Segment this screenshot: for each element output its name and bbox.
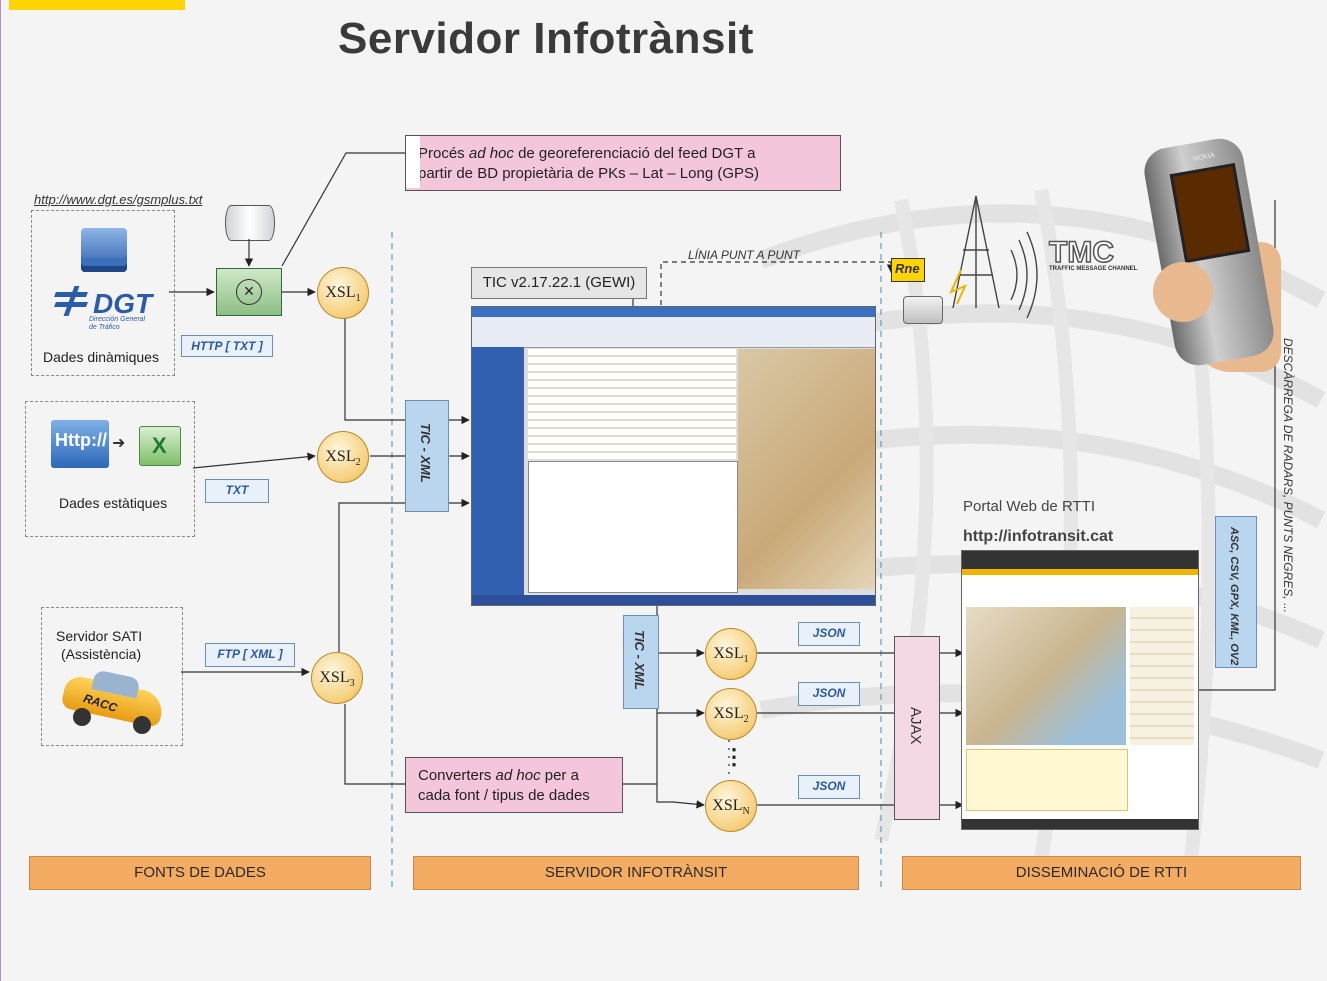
xsl-text: XSL bbox=[319, 669, 350, 686]
rne-logo-icon: Rne bbox=[891, 258, 925, 282]
xsl-text: XSL bbox=[325, 448, 356, 465]
conv-text-post: per a bbox=[540, 767, 579, 784]
json-label-n: JSON bbox=[798, 775, 860, 799]
georef-text-line2: partir de BD propietària de PKs – Lat – … bbox=[418, 165, 760, 182]
dgt-logo: DGT bbox=[93, 288, 153, 319]
ellipsis-dots: ⋮ bbox=[723, 744, 745, 769]
sati-label-line1: Servidor SATI bbox=[56, 628, 143, 644]
database-icon bbox=[81, 228, 127, 272]
tic-xml-label: TIC - XML bbox=[632, 630, 647, 690]
router-icon bbox=[903, 296, 943, 324]
page-title: Servidor Infotrànsit bbox=[338, 14, 754, 63]
georef-callout: Procés ad hoc de georeferenciació del fe… bbox=[405, 135, 841, 191]
portal-url[interactable]: http://infotransit.cat bbox=[963, 528, 1114, 545]
nokia-phone-icon: NOKIA bbox=[1140, 134, 1281, 372]
yellow-tab bbox=[9, 0, 185, 10]
footer-server-bar: SERVIDOR INFOTRÀNSIT bbox=[413, 856, 859, 890]
racc-car-icon: RACC bbox=[60, 668, 166, 734]
dynamic-data-box bbox=[31, 210, 175, 376]
tic-xml-box-output: TIC - XML bbox=[623, 615, 659, 709]
sati-box bbox=[41, 607, 183, 746]
json-label-1: JSON bbox=[798, 622, 860, 646]
conv-text-line2: cada font / tipus de dades bbox=[418, 787, 590, 804]
excel-logo-text: X bbox=[152, 433, 167, 458]
dgt-subtitle: Dirección General de Tráfico bbox=[89, 316, 146, 331]
sati-label-line2: (Assistència) bbox=[61, 646, 142, 662]
xsl-sub: 1 bbox=[355, 293, 361, 305]
portal-screenshot bbox=[961, 550, 1199, 830]
xsl-text: XSL bbox=[713, 645, 744, 662]
xsl-2-node: XSL2 bbox=[317, 431, 369, 483]
xsl-sub: 1 bbox=[743, 654, 749, 666]
out-xsl-n-node: XSLN bbox=[705, 780, 757, 832]
xsl-text: XSL bbox=[712, 797, 743, 814]
xsl-sub: N bbox=[742, 806, 750, 818]
xsl-sub: 3 bbox=[349, 678, 355, 690]
xsl-text: XSL bbox=[713, 705, 744, 722]
footer-dissemination-bar: DISSEMINACIÓ DE RTTI bbox=[902, 856, 1301, 890]
rne-logo-text: Rne bbox=[895, 261, 920, 276]
formats-label: ASC, CSV, GPX, KML, OV2 bbox=[1228, 527, 1240, 666]
xsl-sub: 2 bbox=[355, 457, 361, 469]
xsl-text: XSL bbox=[325, 284, 356, 301]
tic-version-box: TIC v2.17.22.1 (GEWI) bbox=[471, 267, 647, 299]
static-data-label: Dades estàtiques bbox=[59, 495, 168, 511]
georef-text-em: ad hoc bbox=[468, 145, 514, 162]
conv-text-pre: Converters bbox=[418, 767, 496, 784]
database-cylinder-icon bbox=[225, 205, 275, 241]
georef-callout-tab bbox=[406, 136, 420, 188]
http-txt-label: HTTP [ TXT ] bbox=[181, 335, 273, 357]
arrow-icon: ➜ bbox=[112, 435, 126, 452]
excel-icon: X bbox=[139, 426, 181, 466]
formats-box: ASC, CSV, GPX, KML, OV2 bbox=[1215, 516, 1257, 668]
xsl-1-node: XSL1 bbox=[317, 267, 369, 319]
static-data-box bbox=[25, 401, 195, 537]
point-to-point-label: LÍNIA PUNT A PUNT bbox=[688, 248, 801, 262]
ftp-xml-label: FTP [ XML ] bbox=[205, 643, 295, 667]
georef-text-pre: Procés bbox=[418, 145, 469, 162]
ajax-label: AJAX bbox=[907, 707, 924, 745]
tic-xml-box-input: TIC - XML bbox=[405, 400, 449, 512]
xsl-sub: 2 bbox=[743, 714, 749, 726]
portal-label: Portal Web de RTTI bbox=[963, 498, 1095, 515]
tmc-logo: TMC bbox=[1048, 235, 1114, 270]
tic-xml-label: TIC - XML bbox=[418, 423, 433, 483]
out-xsl-2-node: XSL2 bbox=[705, 688, 757, 740]
footer-sources-bar: FONTS DE DADES bbox=[29, 856, 371, 890]
tmc-subtitle: TRAFFIC MESSAGE CHANNEL bbox=[1049, 266, 1138, 272]
conv-text-em: ad hoc bbox=[495, 767, 541, 784]
txt-label: TXT bbox=[205, 479, 269, 503]
xsl-3-node: XSL3 bbox=[311, 652, 363, 704]
download-label: DESCÀRREGA DE RADARS, PUNTS NEGRES, ... bbox=[1281, 338, 1295, 613]
ajax-box: AJAX bbox=[894, 636, 940, 820]
geo-processor-icon: × bbox=[216, 268, 282, 316]
dynamic-data-label: Dades dinàmiques bbox=[43, 349, 159, 365]
tic-application-screenshot bbox=[471, 306, 876, 606]
http-document-icon: Http:// bbox=[51, 420, 109, 468]
out-xsl-1-node: XSL1 bbox=[705, 628, 757, 680]
georef-text-post: de georeferenciació del feed DGT a bbox=[513, 145, 756, 162]
converters-callout: Converters ad hoc per a cada font / tipu… bbox=[405, 757, 623, 813]
json-label-2: JSON bbox=[798, 682, 860, 706]
dgt-url[interactable]: http://www.dgt.es/gsmplus.txt bbox=[34, 192, 203, 207]
http-logo-text: Http:// bbox=[55, 430, 107, 450]
